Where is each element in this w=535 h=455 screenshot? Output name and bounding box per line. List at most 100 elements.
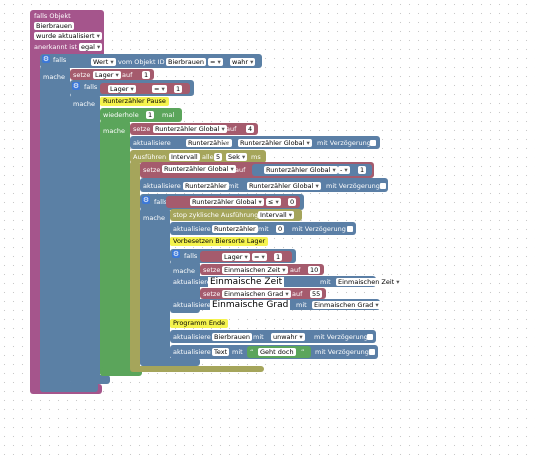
delay-label: mit Verzögerung (326, 182, 380, 190)
if-falls-label: falls (84, 83, 98, 91)
update-value[interactable]: unwahr (271, 333, 305, 341)
update-label: aktualisiere (173, 301, 211, 309)
update-var[interactable]: Runterzähler (183, 182, 229, 190)
gear-icon[interactable]: ⚙ (172, 250, 180, 258)
op-dropdown[interactable]: = (252, 253, 267, 261)
delay-checkbox[interactable] (369, 349, 375, 355)
stop-var[interactable]: Intervall (258, 211, 295, 219)
if-mache-label: mache (43, 73, 66, 81)
delay-checkbox[interactable] (380, 183, 386, 189)
gear-icon[interactable]: ⚙ (142, 196, 150, 204)
compare-val[interactable]: 0 (288, 198, 297, 206)
if-falls-label: falls (184, 252, 198, 260)
compare-val[interactable]: 1 (174, 85, 183, 93)
repeat-mache-label: mache (103, 127, 126, 135)
if-block-lager-foot (70, 375, 110, 384)
update-label: aktualisiere (133, 139, 171, 147)
compare-block[interactable] (100, 83, 190, 94)
set-label: setze (203, 290, 221, 298)
lager-var[interactable]: Lager (222, 253, 250, 261)
interval-label: Ausführen (133, 153, 167, 161)
if-falls-label: falls (53, 56, 67, 64)
set-global-value[interactable]: 4 (246, 125, 255, 133)
math-right[interactable]: 1 (358, 166, 367, 174)
repeat-count[interactable]: 1 (146, 111, 155, 119)
repeat-unit: mal (162, 111, 175, 119)
update-grad-value[interactable]: Einmaischen Grad (312, 301, 381, 309)
mit-label: mit (258, 225, 269, 233)
event-acked-dropdown[interactable]: egal (79, 43, 103, 51)
update-var[interactable]: Runterzähler (186, 139, 232, 147)
set-grad-value[interactable]: 55 (310, 290, 323, 298)
auf-label: auf (122, 71, 133, 79)
compare-op-dropdown[interactable]: = (208, 58, 223, 66)
if-block-wert-spine (40, 66, 70, 392)
if-block-lager-spine (70, 94, 100, 384)
update-var[interactable]: Text (212, 348, 230, 356)
set-lager-var[interactable]: Lager (93, 71, 121, 79)
set-zeit-var[interactable]: Einmaischen Zeit (222, 266, 288, 274)
comment-vorbesetzen[interactable]: Vorbesetzen Biersorte Lager (170, 237, 269, 246)
overlay-einmaische-zeit: Einmaische Zeit (208, 277, 285, 288)
lager-var[interactable]: Lager (108, 85, 136, 93)
set-grad-var[interactable]: Einmaischen Grad (222, 290, 291, 298)
op-dropdown[interactable]: ≤ (266, 198, 281, 206)
delay-checkbox[interactable] (367, 334, 373, 340)
math-left-var[interactable]: Runterzähler Global (264, 166, 338, 174)
update-label: aktualisiere (173, 348, 211, 356)
text-literal-value[interactable]: Geht doch (258, 348, 296, 356)
delay-checkbox[interactable] (347, 226, 353, 232)
compare-value-dropdown[interactable]: wahr (230, 58, 256, 66)
global-var[interactable]: Runterzähler Global (190, 198, 264, 206)
event-line3: anerkannt ist (34, 43, 78, 51)
update-label: aktualisiere (173, 278, 211, 286)
auf-label: auf (290, 266, 301, 274)
comment-runterzaehler-pause[interactable]: Runterzähler Pause (100, 97, 169, 106)
delay-label: mit Verzögerung (292, 225, 346, 233)
overlay-einmaische-grad: Einmaische Grad (210, 300, 291, 311)
if-mache-label: mache (143, 214, 166, 222)
interval-value[interactable]: 5 (214, 153, 223, 161)
auf-label: auf (226, 125, 237, 133)
update-value-var[interactable]: Runterzähler Global (238, 139, 312, 147)
open-quote: “ (250, 348, 254, 356)
repeat-label: wiederhole (103, 111, 139, 119)
update-value[interactable]: 0 (276, 225, 285, 233)
gear-icon[interactable]: ⚙ (42, 55, 50, 63)
update-label: aktualisiere (173, 333, 211, 341)
if-block-global-foot (140, 358, 200, 366)
if-falls-label: falls (154, 198, 168, 206)
ms-label: ms (251, 153, 261, 161)
update-value-var[interactable]: Runterzähler Global (247, 182, 321, 190)
delay-checkbox[interactable] (370, 140, 376, 146)
op-dropdown[interactable]: = (152, 85, 167, 93)
close-quote: ” (301, 348, 305, 356)
set-global2-var[interactable]: Runterzähler Global (162, 165, 236, 173)
interval-var[interactable]: Intervall (169, 153, 200, 161)
repeat-block[interactable] (100, 108, 182, 122)
compare-val[interactable]: 1 (274, 253, 283, 261)
interval-unit[interactable]: Sek (226, 153, 248, 161)
set-zeit-value[interactable]: 10 (308, 266, 321, 274)
math-op[interactable]: - (338, 166, 350, 174)
repeat-block-spine (100, 120, 130, 376)
delay-label: mit Verzögerung (314, 333, 368, 341)
wert-dropdown[interactable]: Wert (91, 58, 116, 66)
event-block-spine (30, 50, 40, 390)
update-zeit-value[interactable]: Einmaischen Zeit (336, 278, 402, 286)
auf-label: auf (292, 290, 303, 298)
event-trigger-dropdown[interactable]: wurde aktualisiert (34, 32, 102, 40)
update-var[interactable]: Runterzähler (212, 225, 258, 233)
mit-label: mit (220, 139, 231, 147)
gear-icon[interactable]: ⚙ (72, 82, 80, 90)
event-object-field[interactable]: Bierbrauen (34, 22, 74, 30)
repeat-block-foot (100, 367, 142, 376)
set-global-var[interactable]: Runterzähler Global (153, 125, 227, 133)
comment-programm-ende[interactable]: Programm Ende (170, 319, 229, 328)
mit-label: mit (253, 333, 264, 341)
interval-block-spine (130, 161, 140, 371)
update-var[interactable]: Bierbrauen (212, 333, 252, 341)
set-lager-value[interactable]: 1 (142, 71, 151, 79)
object-id-field[interactable]: Bierbrauen (166, 58, 206, 66)
